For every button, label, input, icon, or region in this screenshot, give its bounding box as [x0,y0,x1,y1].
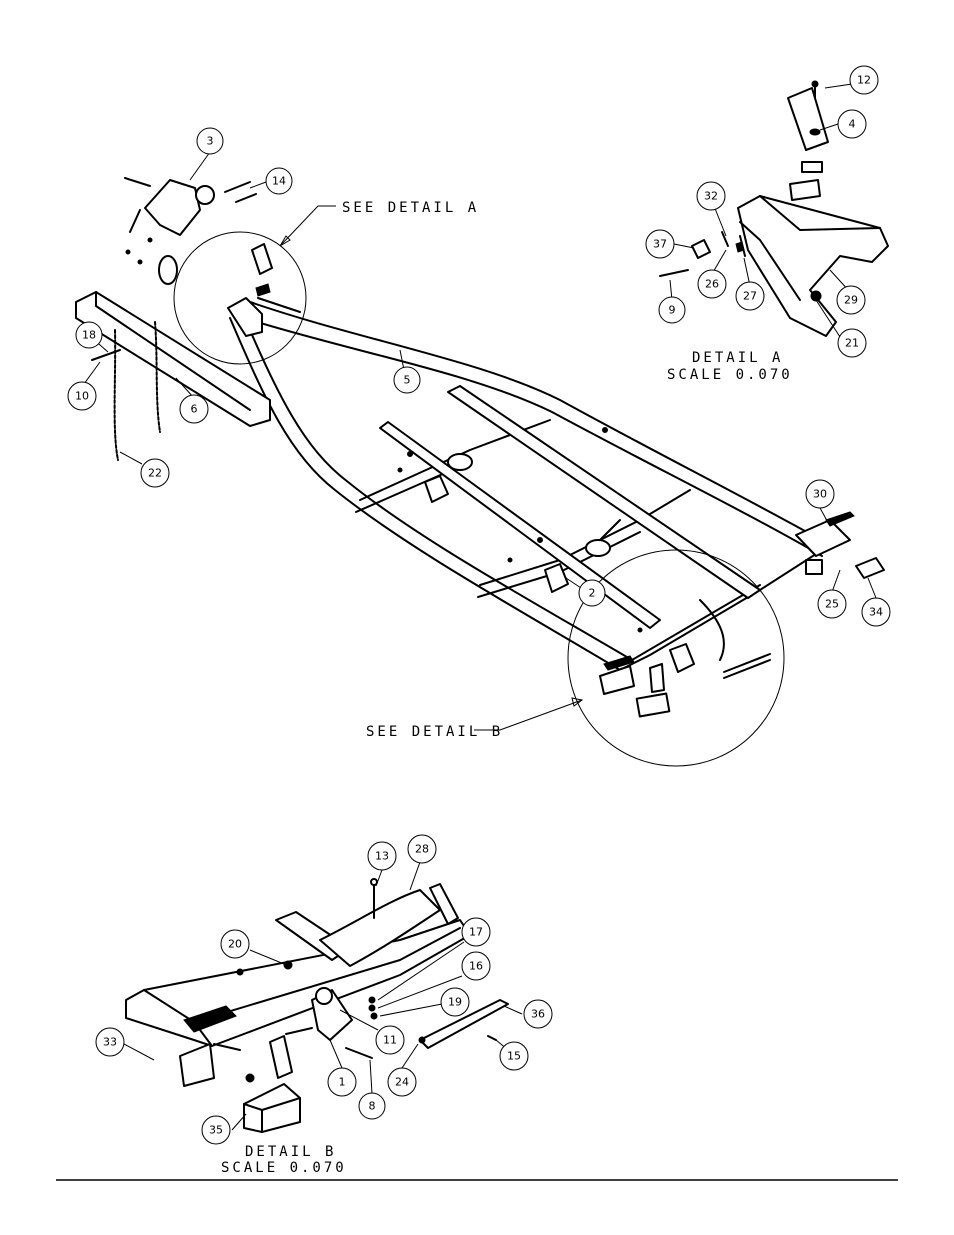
callout-12: 12 [849,65,879,95]
svg-text:6: 6 [191,403,198,416]
svg-text:15: 15 [507,1050,521,1063]
callout-2: 2 [578,579,606,607]
svg-text:24: 24 [395,1076,409,1089]
winch-assembly [124,177,257,285]
callout-20: 20 [220,929,250,959]
svg-text:37: 37 [653,238,667,251]
detail-b-title: DETAIL B [245,1144,336,1160]
callout-25: 25 [817,589,847,619]
callout-5: 5 [393,366,421,394]
callout-3: 3 [196,127,224,155]
callout-33: 33 [95,1027,125,1057]
callout-16: 16 [461,951,491,981]
callout-10: 10 [67,381,97,411]
callout-18: 18 [75,321,103,349]
callout-19: 19 [440,987,470,1017]
trailer-frame [227,297,885,673]
callout-35: 35 [201,1115,231,1145]
callout-22: 22 [140,458,170,488]
tongue-beam [75,291,271,461]
svg-text:28: 28 [415,843,429,856]
svg-text:36: 36 [531,1008,545,1021]
svg-text:27: 27 [743,290,757,303]
callout-27: 27 [735,281,765,311]
svg-text:13: 13 [375,850,389,863]
callout-11: 11 [375,1025,405,1055]
callout-21: 21 [837,328,867,358]
callout-32: 32 [696,181,726,211]
callout-9: 9 [658,296,686,324]
svg-text:22: 22 [148,467,162,480]
svg-text:3: 3 [207,135,214,148]
callout-37: 37 [645,229,675,259]
svg-text:2: 2 [589,587,596,600]
svg-text:29: 29 [844,294,858,307]
callout-17: 17 [461,917,491,947]
svg-text:32: 32 [704,190,718,203]
detail-a-scale: SCALE 0.070 [667,367,793,383]
detail-b-inset [125,878,509,1133]
svg-text:14: 14 [272,175,286,188]
svg-text:1: 1 [339,1076,346,1089]
callout-34: 34 [861,597,891,627]
callout-29: 29 [836,285,866,315]
svg-text:34: 34 [869,606,883,619]
svg-text:26: 26 [705,278,719,291]
callout-28: 28 [407,834,437,864]
callout-14: 14 [265,167,293,195]
svg-text:5: 5 [404,374,411,387]
callout-36: 36 [523,999,553,1029]
svg-text:33: 33 [103,1036,117,1049]
callout-8: 8 [358,1092,386,1120]
svg-text:11: 11 [383,1034,397,1047]
callout-4: 4 [837,109,867,139]
callout-26: 26 [697,269,727,299]
svg-text:4: 4 [849,118,856,131]
see-detail-b-label: SEE DETAIL B [366,724,503,740]
svg-text:9: 9 [669,304,676,317]
svg-text:21: 21 [845,337,859,350]
callout-24: 24 [387,1067,417,1097]
detail-a-circle [173,231,307,365]
svg-text:30: 30 [813,488,827,501]
svg-text:10: 10 [75,390,89,403]
svg-text:20: 20 [228,938,242,951]
svg-text:12: 12 [857,74,871,87]
svg-text:19: 19 [448,996,462,1009]
detail-a-inset [659,80,889,337]
callout-13: 13 [367,841,397,871]
detail-a-title: DETAIL A [692,350,783,366]
svg-text:8: 8 [369,1100,376,1113]
detail-b-circle [567,549,785,767]
callout-15: 15 [499,1041,529,1071]
callout-30: 30 [805,479,835,509]
svg-text:17: 17 [469,926,483,939]
detail-b-scale: SCALE 0.070 [221,1160,347,1176]
svg-text:18: 18 [82,329,96,342]
see-detail-a-label: SEE DETAIL A [342,200,479,216]
svg-text:35: 35 [209,1124,223,1137]
svg-text:16: 16 [469,960,483,973]
svg-text:25: 25 [825,598,839,611]
callout-1: 1 [327,1067,357,1097]
callout-6: 6 [179,394,209,424]
